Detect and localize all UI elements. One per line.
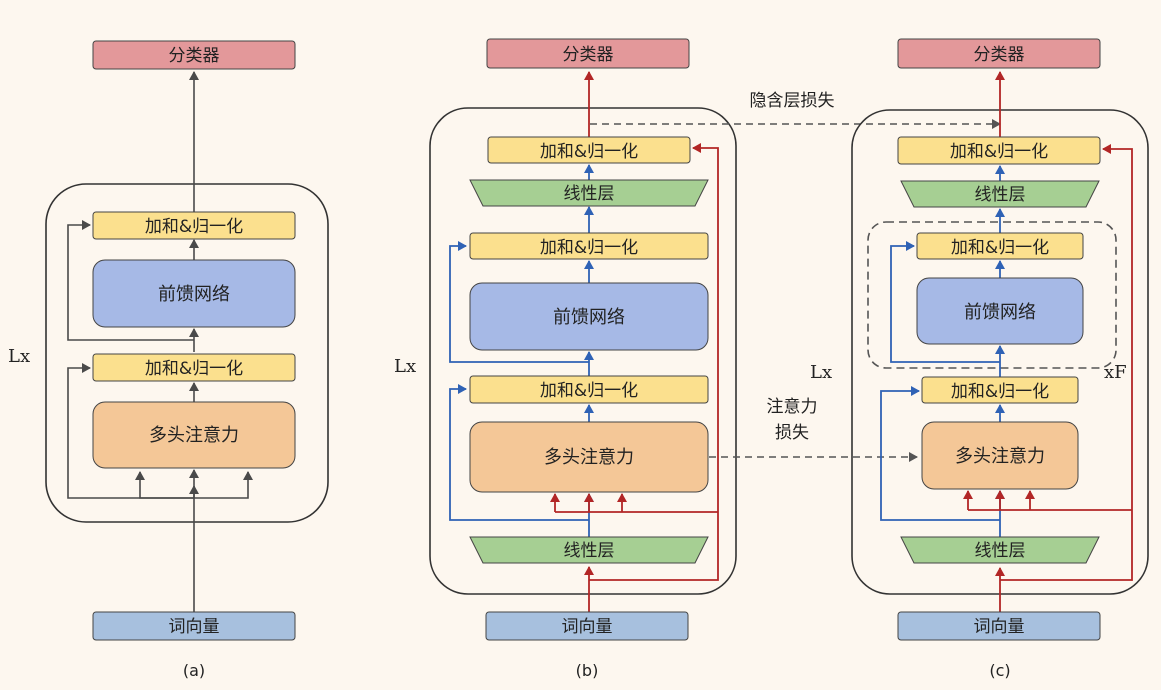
panel-b-addnorm-mid — [469, 232, 709, 260]
panel-c-addnorm-top — [897, 136, 1101, 165]
panel-a-attention — [92, 401, 296, 469]
panel-b-attention — [469, 421, 709, 493]
panel-b-embeddings-label: 词向量 — [562, 617, 613, 637]
panel-c-ffn — [916, 277, 1084, 345]
panel-b-ffn — [469, 282, 709, 351]
panel-a: Lx 分类器 加和&归一化 前馈网络 加和&归一化 多头注意力 词向量 (a) — [8, 40, 329, 680]
panel-b-classifier-label: 分类器 — [563, 45, 614, 65]
panel-b-layer-container — [429, 107, 737, 595]
panel-a-ffn-label: 前馈网络 — [158, 284, 230, 305]
panel-b-addnorm-top-label: 加和&归一化 — [540, 142, 638, 162]
panel-c-embeddings-label: 词向量 — [974, 617, 1025, 637]
panel-b-red-connectors — [550, 71, 719, 612]
panel-c-linear-bottom — [900, 536, 1100, 564]
panel-b-blue-connectors — [449, 164, 594, 537]
panel-a-connectors — [67, 71, 253, 612]
panel-b-attention-label: 多头注意力 — [544, 447, 634, 468]
panel-c-linear-top — [900, 180, 1100, 208]
panel-a-classifier — [92, 40, 296, 70]
panel-b-linear-bottom — [469, 536, 709, 564]
panel-a-embeddings-label: 词向量 — [169, 617, 220, 637]
panel-b: Lx 分类器 加和&归一化 线性层 加和&归一化 — [394, 38, 737, 680]
panel-c-addnorm-low — [921, 376, 1079, 404]
panel-a-repeat-label: Lx — [8, 346, 30, 367]
panel-a-addnorm-bottom — [92, 353, 296, 382]
panel-c-ffn-label: 前馈网络 — [964, 302, 1036, 323]
panel-c-classifier — [897, 38, 1101, 69]
panel-b-ffn-label: 前馈网络 — [553, 307, 625, 328]
panel-c-addnorm-mid-label: 加和&归一化 — [951, 238, 1049, 258]
panel-c-attention-label: 多头注意力 — [955, 446, 1045, 467]
panel-a-attention-label: 多头注意力 — [149, 425, 239, 446]
panel-c-classifier-label: 分类器 — [974, 45, 1025, 65]
panel-b-addnorm-low-label: 加和&归一化 — [540, 381, 638, 401]
panel-a-layer-container — [45, 183, 329, 523]
panel-b-embeddings — [485, 611, 689, 641]
panel-a-addnorm-top-label: 加和&归一化 — [145, 217, 243, 237]
panel-a-classifier-label: 分类器 — [169, 46, 220, 66]
panel-a-addnorm-bottom-label: 加和&归一化 — [145, 359, 243, 379]
panel-c-addnorm-mid — [916, 232, 1084, 260]
panel-b-classifier — [486, 38, 690, 69]
panel-c-addnorm-top-label: 加和&归一化 — [950, 142, 1048, 162]
panel-c-inner-repeat-label: xF — [1104, 362, 1127, 383]
loss-connections: 隐含层损失 注意力 损失 — [590, 91, 1001, 462]
panel-b-addnorm-top — [487, 136, 691, 164]
panel-c-red-connectors — [963, 71, 1133, 612]
panel-b-linear-bottom-label: 线性层 — [564, 541, 615, 561]
panel-a-caption: (a) — [183, 661, 205, 680]
panel-b-caption: (b) — [576, 661, 599, 680]
panel-b-linear-top — [469, 179, 709, 207]
panel-b-addnorm-low — [469, 375, 709, 404]
panel-b-repeat-label: Lx — [394, 356, 416, 377]
panel-c-linear-bottom-label: 线性层 — [975, 541, 1026, 561]
panel-c-linear-top-label: 线性层 — [975, 185, 1026, 205]
hidden-loss-label: 隐含层损失 — [750, 91, 835, 111]
panel-c-attention — [921, 421, 1079, 490]
panel-a-embeddings — [92, 611, 296, 641]
panel-c-embeddings — [897, 611, 1101, 641]
panel-c-addnorm-low-label: 加和&归一化 — [951, 382, 1049, 402]
panel-c-caption: (c) — [989, 661, 1010, 680]
panel-c-ffn-repeat-group — [867, 221, 1117, 369]
panel-b-linear-top-label: 线性层 — [564, 184, 615, 204]
panel-b-addnorm-mid-label: 加和&归一化 — [540, 238, 638, 258]
panel-c-repeat-label: Lx — [810, 362, 832, 383]
panel-a-addnorm-top — [92, 211, 296, 240]
attention-loss-label-line1: 注意力 — [767, 397, 818, 417]
panel-a-ffn — [92, 259, 296, 328]
attention-loss-label-line2: 损失 — [775, 423, 809, 443]
panel-c: Lx xF 分类器 加和&归一化 线性层 — [810, 38, 1149, 680]
